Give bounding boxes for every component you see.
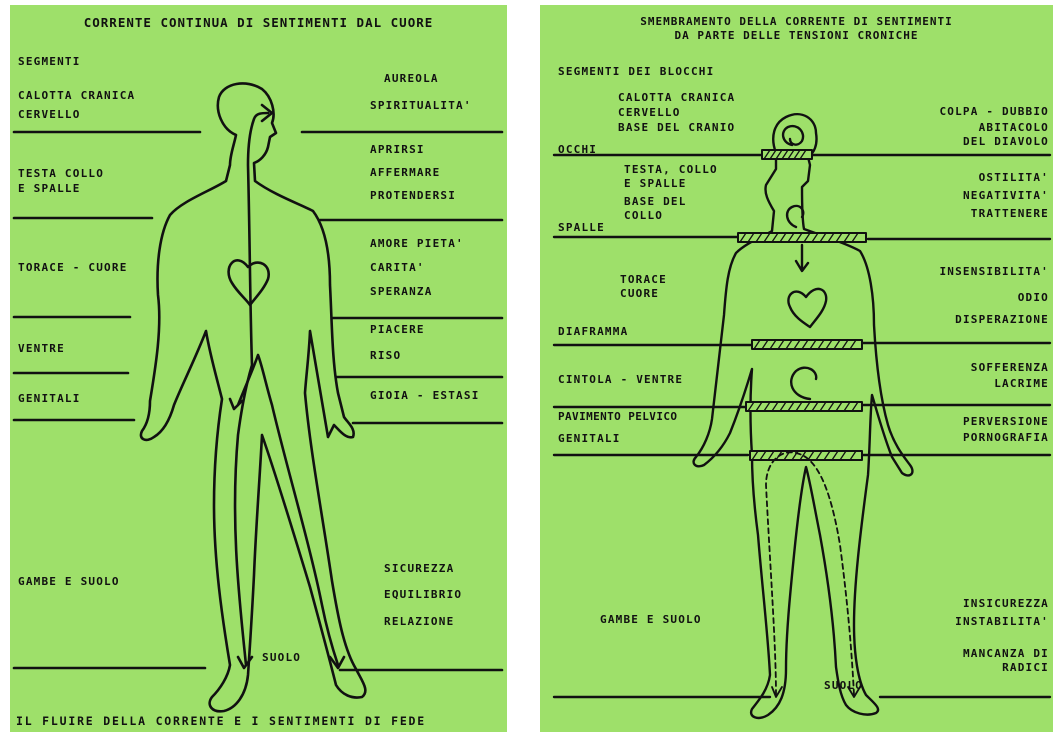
label-piacere: PIACERE <box>370 321 425 338</box>
panel-fragmented-current: SMEMBRAMENTO DELLA CORRENTE DI SENTIMENT… <box>540 5 1053 732</box>
label-cervello: CERVELLO <box>18 106 81 123</box>
label-aprirsi: APRIRSI <box>370 141 425 158</box>
right-segments-heading: SEGMENTI DEI BLOCCHI <box>558 63 714 80</box>
label-r-genitali: GENITALI <box>558 430 621 447</box>
label-r-spalle: SPALLE <box>558 219 605 236</box>
label-colpa: COLPA - DUBBIO <box>939 105 1049 119</box>
label-r-cuore: CUORE <box>620 287 659 301</box>
label-insensibilita: INSENSIBILITA' <box>939 263 1049 280</box>
chest-current <box>796 245 808 271</box>
label-diaframma: DIAFRAMMA <box>558 323 628 340</box>
left-title: CORRENTE CONTINUA DI SENTIMENTI DAL CUOR… <box>10 15 507 30</box>
left-body-outline <box>141 83 365 711</box>
right-heart <box>788 289 826 327</box>
label-lacrime: LACRIME <box>994 375 1049 392</box>
label-equilibrio: EQUILIBRIO <box>384 586 462 603</box>
label-amore: AMORE PIETA' <box>370 235 464 252</box>
label-affermare: AFFERMARE <box>370 164 440 181</box>
label-sofferenza: SOFFERENZA <box>971 359 1049 376</box>
label-instabilita: INSTABILITA' <box>955 613 1049 630</box>
label-speranza: SPERANZA <box>370 283 433 300</box>
label-mancanza: MANCANZA DI <box>963 647 1049 661</box>
left-segments-heading: SEGMENTI <box>18 53 81 70</box>
label-r-cervello: CERVELLO <box>618 106 681 120</box>
label-perversione: PERVERSIONE <box>963 413 1049 430</box>
label-r-spalle-text: E SPALLE <box>624 177 687 191</box>
label-torace: TORACE - CUORE <box>18 259 128 276</box>
label-gambe: GAMBE E SUOLO <box>18 573 120 590</box>
head-spiral <box>783 126 803 145</box>
label-abitacolo: ABITACOLO <box>979 121 1049 135</box>
belly-spiral <box>791 368 816 399</box>
label-insicurezza: INSICUREZZA <box>963 595 1049 612</box>
left-caption: IL FLUIRE DELLA CORRENTE E I SENTIMENTI … <box>16 713 426 731</box>
label-r-torace: TORACE <box>620 273 667 287</box>
label-radici: RADICI <box>1002 661 1049 675</box>
label-r-testa-collo: TESTA, COLLO <box>624 163 718 177</box>
right-title-line2: DA PARTE DELLE TENSIONI CRONICHE <box>540 29 1053 42</box>
right-body-outline <box>694 114 913 718</box>
label-gioia: GIOIA - ESTASI <box>370 387 480 404</box>
label-base-cranio: BASE DEL CRANIO <box>618 121 735 135</box>
label-spiritualita: SPIRITUALITA' <box>370 97 472 114</box>
label-occhi: OCCHI <box>558 141 597 158</box>
label-carita: CARITA' <box>370 259 425 276</box>
label-trattenere: TRATTENERE <box>971 205 1049 222</box>
neck-spiral <box>787 206 803 227</box>
label-ventre: VENTRE <box>18 340 65 357</box>
label-disperazione: DISPERAZIONE <box>955 311 1049 328</box>
panel-continuous-current: CORRENTE CONTINUA DI SENTIMENTI DAL CUOR… <box>10 5 507 732</box>
label-negativita: NEGATIVITA' <box>963 187 1049 204</box>
label-ostilita: OSTILITA' <box>979 169 1049 186</box>
label-cintola: CINTOLA - VENTRE <box>558 371 683 388</box>
label-diavolo: DEL DIAVOLO <box>963 135 1049 149</box>
label-genitali: GENITALI <box>18 390 81 407</box>
right-title-line1: SMEMBRAMENTO DELLA CORRENTE DI SENTIMENT… <box>540 15 1053 28</box>
label-relazione: RELAZIONE <box>384 613 454 630</box>
label-aureola: AUREOLA <box>384 70 439 87</box>
label-riso: RISO <box>370 347 401 364</box>
left-ground-label: SUOLO <box>262 649 301 666</box>
label-odio: ODIO <box>1018 289 1049 306</box>
label-collo: COLLO <box>624 209 663 223</box>
label-r-calotta: CALOTTA CRANICA <box>618 91 735 105</box>
left-current-flow <box>235 113 268 665</box>
label-base-del: BASE DEL <box>624 195 687 209</box>
label-sicurezza: SICUREZZA <box>384 560 454 577</box>
label-r-gambe: GAMBE E SUOLO <box>600 611 702 628</box>
label-spalle: E SPALLE <box>18 180 81 197</box>
label-calotta: CALOTTA CRANICA <box>18 87 135 104</box>
label-pornografia: PORNOGRAFIA <box>963 429 1049 446</box>
label-protendersi: PROTENDERSI <box>370 187 456 204</box>
right-ground-label: SUOLO <box>824 677 863 694</box>
label-pavimento: PAVIMENTO PELVICO <box>558 408 677 425</box>
